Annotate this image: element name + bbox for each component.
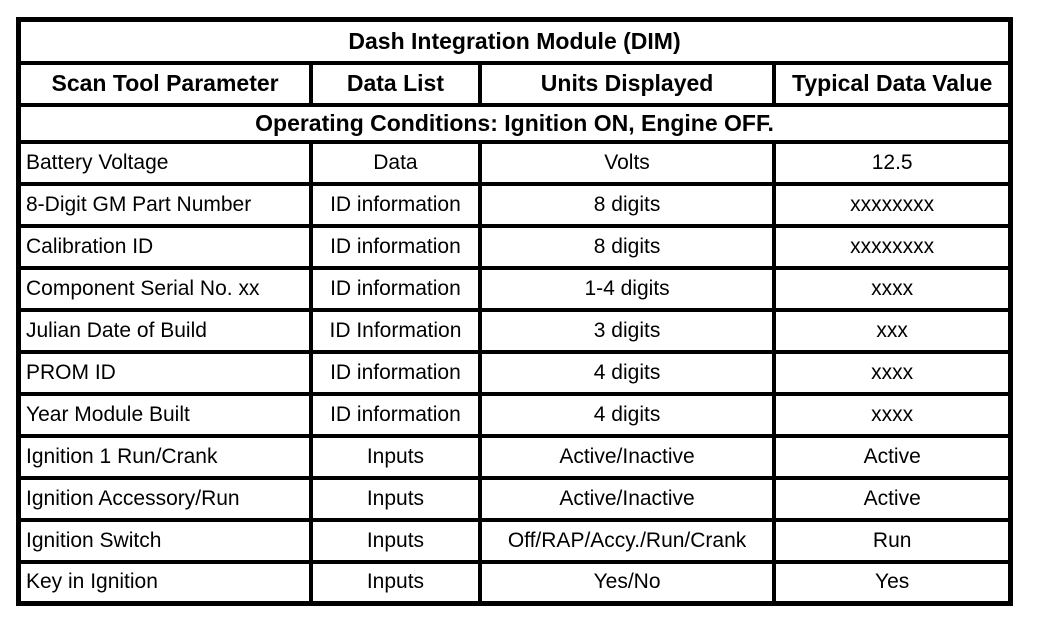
cell-typical-value: Run [772, 517, 1013, 564]
table-title: Dash Integration Module (DIM) [16, 17, 1013, 65]
cell-data-list: ID information [309, 223, 482, 270]
cell-parameter: PROM ID [16, 349, 314, 396]
cell-data-list: Data [309, 139, 482, 186]
cell-units: 8 digits [477, 223, 777, 270]
cell-typical-value: xxx [772, 307, 1013, 354]
table-row: Battery Voltage Data Volts 12.5 [16, 139, 1013, 186]
cell-parameter: Ignition Accessory/Run [16, 475, 314, 522]
operating-conditions-row: Operating Conditions: Ignition ON, Engin… [16, 102, 1013, 144]
cell-units: Off/RAP/Accy./Run/Crank [477, 517, 777, 564]
table-header-row: Scan Tool Parameter Data List Units Disp… [16, 60, 1013, 107]
cell-data-list: ID Information [309, 307, 482, 354]
cell-units: 4 digits [477, 391, 777, 438]
dim-scan-data-table: Dash Integration Module (DIM) Scan Tool … [16, 17, 1013, 606]
cell-units: Yes/No [477, 559, 777, 606]
table-row: Key in Ignition Inputs Yes/No Yes [16, 559, 1013, 606]
cell-units: Volts [477, 139, 777, 186]
table-row: Component Serial No. xx ID information 1… [16, 265, 1013, 312]
cell-data-list: ID information [309, 391, 482, 438]
cell-typical-value: Yes [772, 559, 1013, 606]
cell-typical-value: Active [772, 475, 1013, 522]
table-row: 8-Digit GM Part Number ID information 8 … [16, 181, 1013, 228]
cell-parameter: Key in Ignition [16, 559, 314, 606]
table-row: PROM ID ID information 4 digits xxxx [16, 349, 1013, 396]
cell-units: Active/Inactive [477, 433, 777, 480]
cell-typical-value: xxxxxxxx [772, 181, 1013, 228]
cell-typical-value: xxxxxxxx [772, 223, 1013, 270]
cell-units: 4 digits [477, 349, 777, 396]
cell-units: 1-4 digits [477, 265, 777, 312]
table-title-row: Dash Integration Module (DIM) [16, 17, 1013, 65]
cell-parameter: Component Serial No. xx [16, 265, 314, 312]
column-header-data-list: Data List [309, 60, 482, 107]
table-row: Ignition 1 Run/Crank Inputs Active/Inact… [16, 433, 1013, 480]
cell-data-list: ID information [309, 349, 482, 396]
cell-parameter: Ignition 1 Run/Crank [16, 433, 314, 480]
cell-units: 3 digits [477, 307, 777, 354]
cell-parameter: 8-Digit GM Part Number [16, 181, 314, 228]
cell-parameter: Battery Voltage [16, 139, 314, 186]
cell-typical-value: xxxx [772, 349, 1013, 396]
cell-data-list: Inputs [309, 559, 482, 606]
table-row: Year Module Built ID information 4 digit… [16, 391, 1013, 438]
cell-parameter: Year Module Built [16, 391, 314, 438]
cell-parameter: Julian Date of Build [16, 307, 314, 354]
cell-typical-value: Active [772, 433, 1013, 480]
column-header-typical-data-value: Typical Data Value [772, 60, 1013, 107]
operating-conditions-text: Operating Conditions: Ignition ON, Engin… [16, 102, 1013, 144]
table-row: Ignition Switch Inputs Off/RAP/Accy./Run… [16, 517, 1013, 564]
cell-units: 8 digits [477, 181, 777, 228]
column-header-scan-tool-parameter: Scan Tool Parameter [16, 60, 314, 107]
cell-data-list: Inputs [309, 433, 482, 480]
cell-data-list: Inputs [309, 517, 482, 564]
cell-typical-value: xxxx [772, 265, 1013, 312]
cell-typical-value: 12.5 [772, 139, 1013, 186]
cell-units: Active/Inactive [477, 475, 777, 522]
cell-typical-value: xxxx [772, 391, 1013, 438]
cell-data-list: ID information [309, 265, 482, 312]
cell-parameter: Calibration ID [16, 223, 314, 270]
table-row: Ignition Accessory/Run Inputs Active/Ina… [16, 475, 1013, 522]
table-row: Julian Date of Build ID Information 3 di… [16, 307, 1013, 354]
table-row: Calibration ID ID information 8 digits x… [16, 223, 1013, 270]
column-header-units-displayed: Units Displayed [477, 60, 777, 107]
cell-parameter: Ignition Switch [16, 517, 314, 564]
cell-data-list: Inputs [309, 475, 482, 522]
cell-data-list: ID information [309, 181, 482, 228]
